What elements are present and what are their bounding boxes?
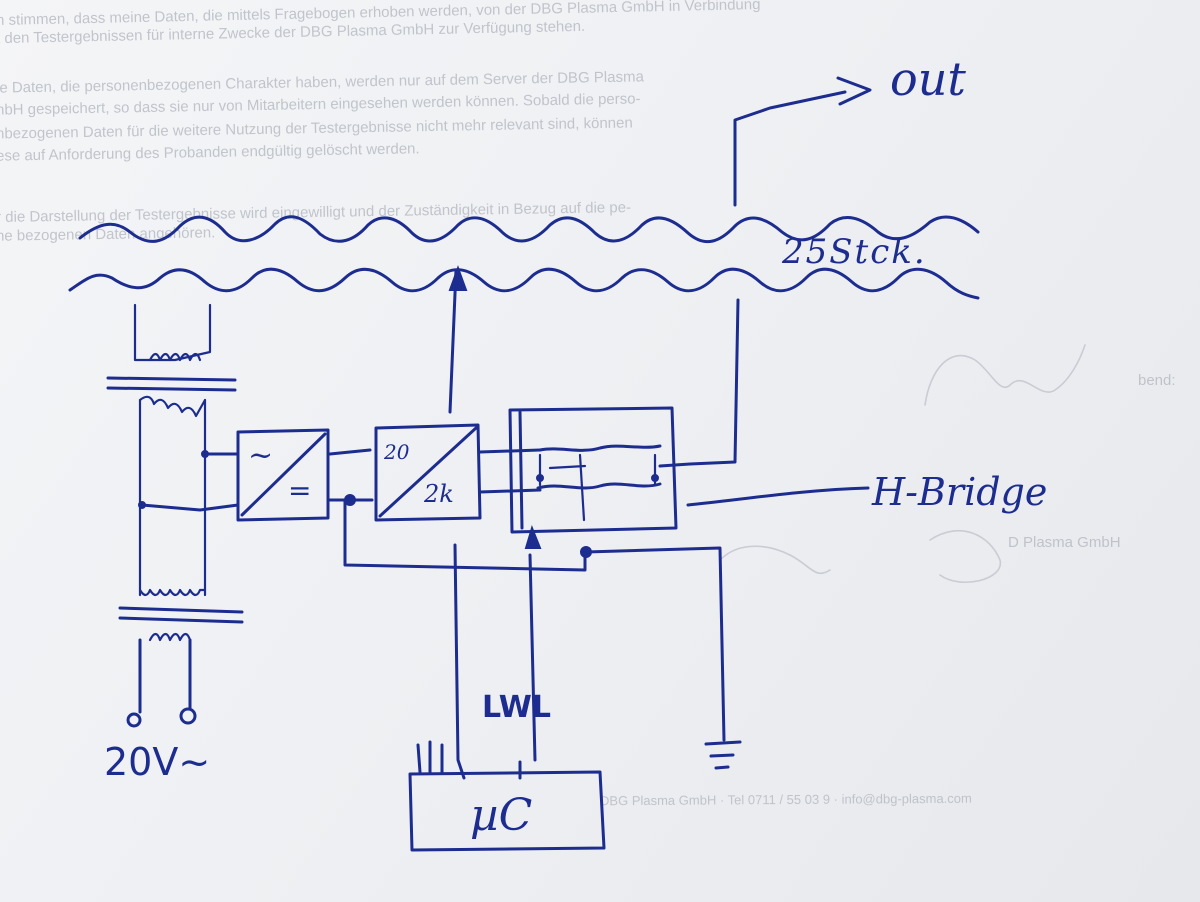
out-label: out — [890, 52, 966, 106]
h-bridge-leader-line — [686, 486, 870, 507]
bleed-line: D Plasma GmbH — [1008, 534, 1121, 551]
converter-diagonal — [378, 426, 478, 518]
lwl-label: LWL — [482, 690, 551, 725]
rectifier-diagonal — [240, 432, 327, 517]
return-wire — [343, 498, 587, 572]
bus-feed-arrow — [448, 265, 468, 291]
converter-control-wire — [453, 543, 466, 780]
bridge-node-dot — [536, 474, 544, 482]
lwl-arrow — [524, 524, 542, 549]
converter-label-top: 20 — [384, 440, 410, 464]
tap-wire-ac — [140, 452, 240, 512]
controller-label: µC — [470, 790, 533, 841]
transformer-mains-coil — [148, 632, 192, 642]
bus-bar-lower — [68, 267, 980, 300]
bus-bar-upper — [78, 215, 980, 244]
bleed-signature — [924, 344, 1086, 406]
controller-box — [408, 770, 606, 852]
h-bridge-inner-lines — [518, 410, 662, 530]
bridge-output-wire — [658, 298, 740, 468]
ground-symbol — [704, 740, 742, 770]
h-bridge-label: H-Bridge — [872, 470, 1048, 514]
output-wire — [733, 90, 847, 207]
transformer-core-top — [106, 376, 237, 392]
ground-wire — [584, 546, 726, 742]
dc-link-wires — [328, 448, 374, 502]
transformer-secondary-winding — [138, 395, 207, 597]
rectifier-box — [236, 428, 330, 522]
bleed-line: bend: — [1138, 372, 1176, 389]
h-bridge-outer-box — [508, 406, 678, 534]
controller-pins — [416, 740, 444, 774]
rectifier-ac-symbol: ~ — [248, 438, 274, 473]
lwl-wire — [518, 553, 537, 780]
mains-terminal-right — [179, 707, 197, 725]
converter-label-bottom: 2k — [424, 480, 454, 508]
output-arrow-head — [836, 76, 872, 106]
transformer-secondary-coil — [138, 588, 207, 597]
transformer-core-bottom — [118, 606, 244, 624]
rectifier-dc-symbol: = — [288, 474, 312, 507]
bleed-signature — [719, 529, 1001, 583]
mains-terminal-left — [126, 712, 142, 728]
count-label: 25Stck. — [782, 232, 927, 272]
h-bridge-switch — [538, 453, 657, 522]
transformer-primary-coil — [148, 352, 202, 362]
bus-feed-wire — [448, 268, 458, 414]
mains-label: 20V~ — [104, 740, 211, 784]
bridge-node-dot — [651, 474, 659, 482]
mains-wires — [138, 638, 192, 714]
converter-box — [374, 423, 482, 522]
transformer-primary-winding — [133, 303, 212, 362]
